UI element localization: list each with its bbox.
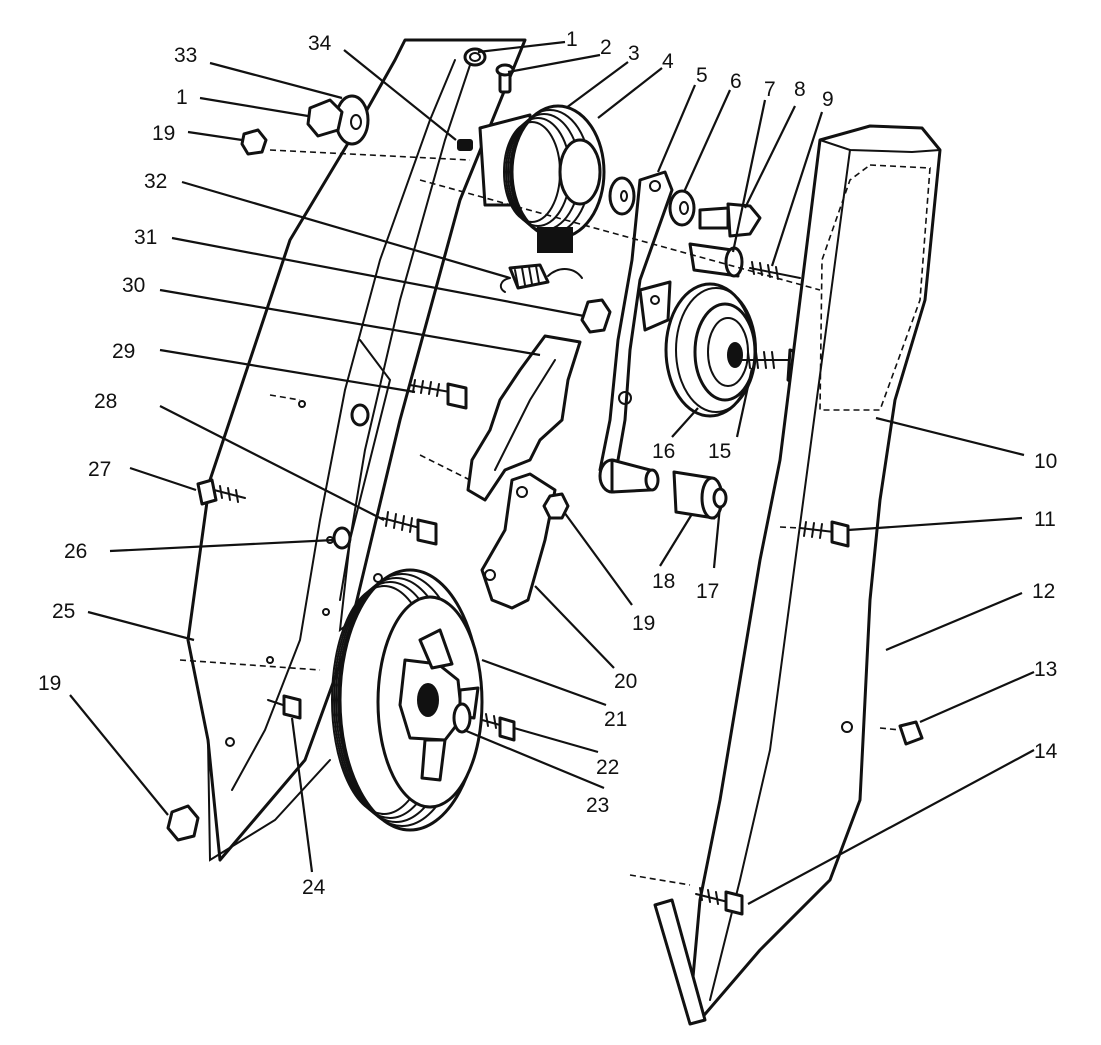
callout-34: 34 [308, 32, 332, 55]
washer-26 [332, 526, 352, 550]
callout-1-top: 1 [566, 28, 578, 51]
callout-11: 11 [1034, 508, 1056, 531]
leader-lines [69, 40, 1035, 905]
key-34 [457, 139, 473, 151]
callout-3: 3 [628, 42, 640, 65]
callout-32: 32 [144, 170, 167, 193]
center-lines [179, 149, 901, 886]
small-nut-19-top [240, 128, 268, 156]
callout-20: 20 [614, 670, 637, 693]
washer-6 [668, 189, 696, 227]
callout-10: 10 [1034, 450, 1057, 473]
hex-nut-1 [306, 98, 344, 138]
callout-19-mid: 19 [632, 612, 655, 635]
driven-pulley [331, 568, 484, 832]
stud-9 [749, 261, 801, 280]
callout-1-left: 1 [176, 86, 188, 109]
callout-19-top: 19 [152, 122, 175, 145]
screw-28 [381, 511, 438, 546]
callout-22: 22 [596, 756, 619, 779]
idler-pulley [664, 282, 810, 418]
belt-guide-30 [466, 334, 582, 502]
callout-25: 25 [52, 600, 75, 623]
screw-14 [695, 887, 744, 916]
callout-9: 9 [822, 88, 834, 111]
callout-8: 8 [794, 78, 806, 101]
callout-2: 2 [600, 36, 612, 59]
callout-6: 6 [730, 70, 742, 93]
screw-27 [196, 478, 246, 506]
top-nut [463, 47, 487, 67]
bracket-20 [480, 472, 557, 610]
callout-28: 28 [94, 390, 117, 413]
screw-13 [898, 720, 924, 746]
bolt-8 [698, 202, 762, 238]
callout-4: 4 [662, 50, 674, 73]
belt-cover-right [653, 124, 942, 1026]
screw-11 [799, 520, 850, 548]
callout-23: 23 [586, 794, 609, 817]
callout-12: 12 [1032, 580, 1055, 603]
callout-7: 7 [764, 78, 776, 101]
screw-24 [267, 694, 302, 720]
callout-33: 33 [174, 44, 197, 67]
nut-19-mid [542, 492, 570, 520]
callout-5: 5 [696, 64, 708, 87]
callout-26: 26 [64, 540, 87, 563]
callout-19-left: 19 [38, 672, 61, 695]
callout-31: 31 [134, 226, 157, 249]
callout-24: 24 [302, 876, 326, 899]
callout-18: 18 [652, 570, 675, 593]
top-bolt [495, 63, 515, 94]
callout-29: 29 [112, 340, 135, 363]
callouts: 1 2 3 4 5 6 7 8 9 33 34 1 19 32 31 30 29… [38, 28, 1058, 899]
callout-30: 30 [122, 274, 145, 297]
callout-13: 13 [1034, 658, 1057, 681]
drive-pulley [478, 104, 606, 253]
screw-22 [474, 711, 516, 742]
callout-14: 14 [1034, 740, 1058, 763]
callout-17: 17 [696, 580, 719, 603]
callout-27: 27 [88, 458, 111, 481]
washer-17 [712, 487, 728, 509]
nut-31 [580, 298, 612, 334]
spring-32 [499, 263, 583, 293]
spacer-7 [688, 242, 744, 278]
screw-29 [409, 379, 468, 410]
callout-21: 21 [604, 708, 627, 731]
washer-4 [608, 176, 636, 216]
washer-pulley [350, 403, 370, 427]
spacer-18 [672, 470, 724, 520]
idler-arm [598, 170, 674, 472]
shaft-spacer [598, 458, 660, 494]
callout-15: 15 [708, 440, 731, 463]
callout-16: 16 [652, 440, 675, 463]
nut-19-bottom [166, 804, 200, 842]
